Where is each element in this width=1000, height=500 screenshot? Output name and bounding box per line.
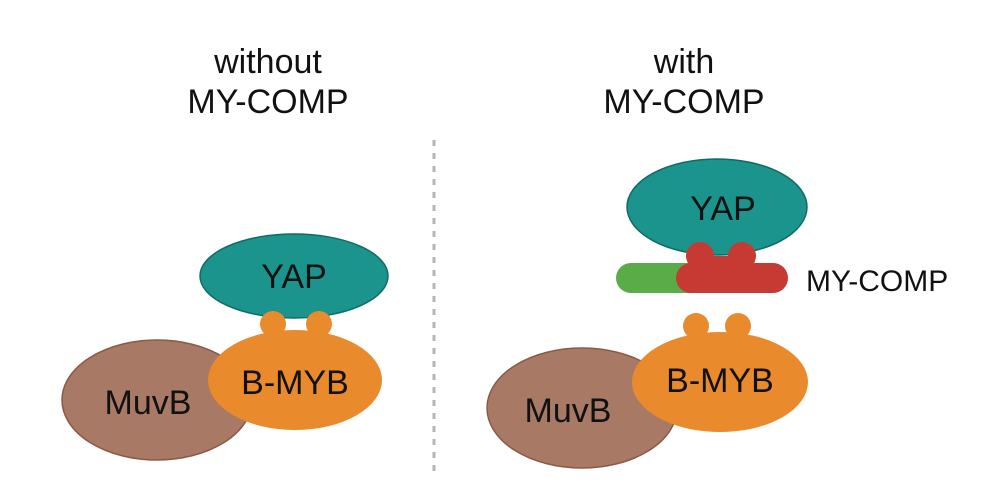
right-complex: YAP MY-COMP MuvB B-MYB [486, 158, 948, 469]
left-yap-label: YAP [261, 258, 327, 296]
right-title-line1: with [653, 43, 715, 81]
mycomp-label: MY-COMP [806, 265, 948, 298]
right-panel-title: with MY-COMP [534, 42, 834, 122]
left-bmyb-knob-2 [306, 311, 332, 337]
left-bmyb-shape [208, 330, 382, 430]
right-title-line2: MY-COMP [603, 83, 765, 121]
left-title-line2: MY-COMP [187, 83, 349, 121]
right-yap-label: YAP [690, 190, 756, 228]
left-panel-title: without MY-COMP [118, 42, 418, 122]
right-yap-shape [626, 158, 808, 256]
left-complex: YAP MuvB B-MYB [61, 233, 389, 461]
right-bmyb-label: B-MYB [666, 362, 774, 400]
left-bmyb-label: B-MYB [241, 364, 349, 402]
left-title-line1: without [214, 43, 322, 81]
left-yap-shape [199, 233, 389, 319]
right-bmyb-knob-1 [683, 313, 709, 339]
left-bmyb-knob-1 [260, 311, 286, 337]
right-muvb-label: MuvB [525, 392, 612, 430]
left-muvb-label: MuvB [105, 384, 192, 422]
right-bmyb-shape [632, 332, 808, 432]
mycomp-red-body [676, 263, 788, 293]
